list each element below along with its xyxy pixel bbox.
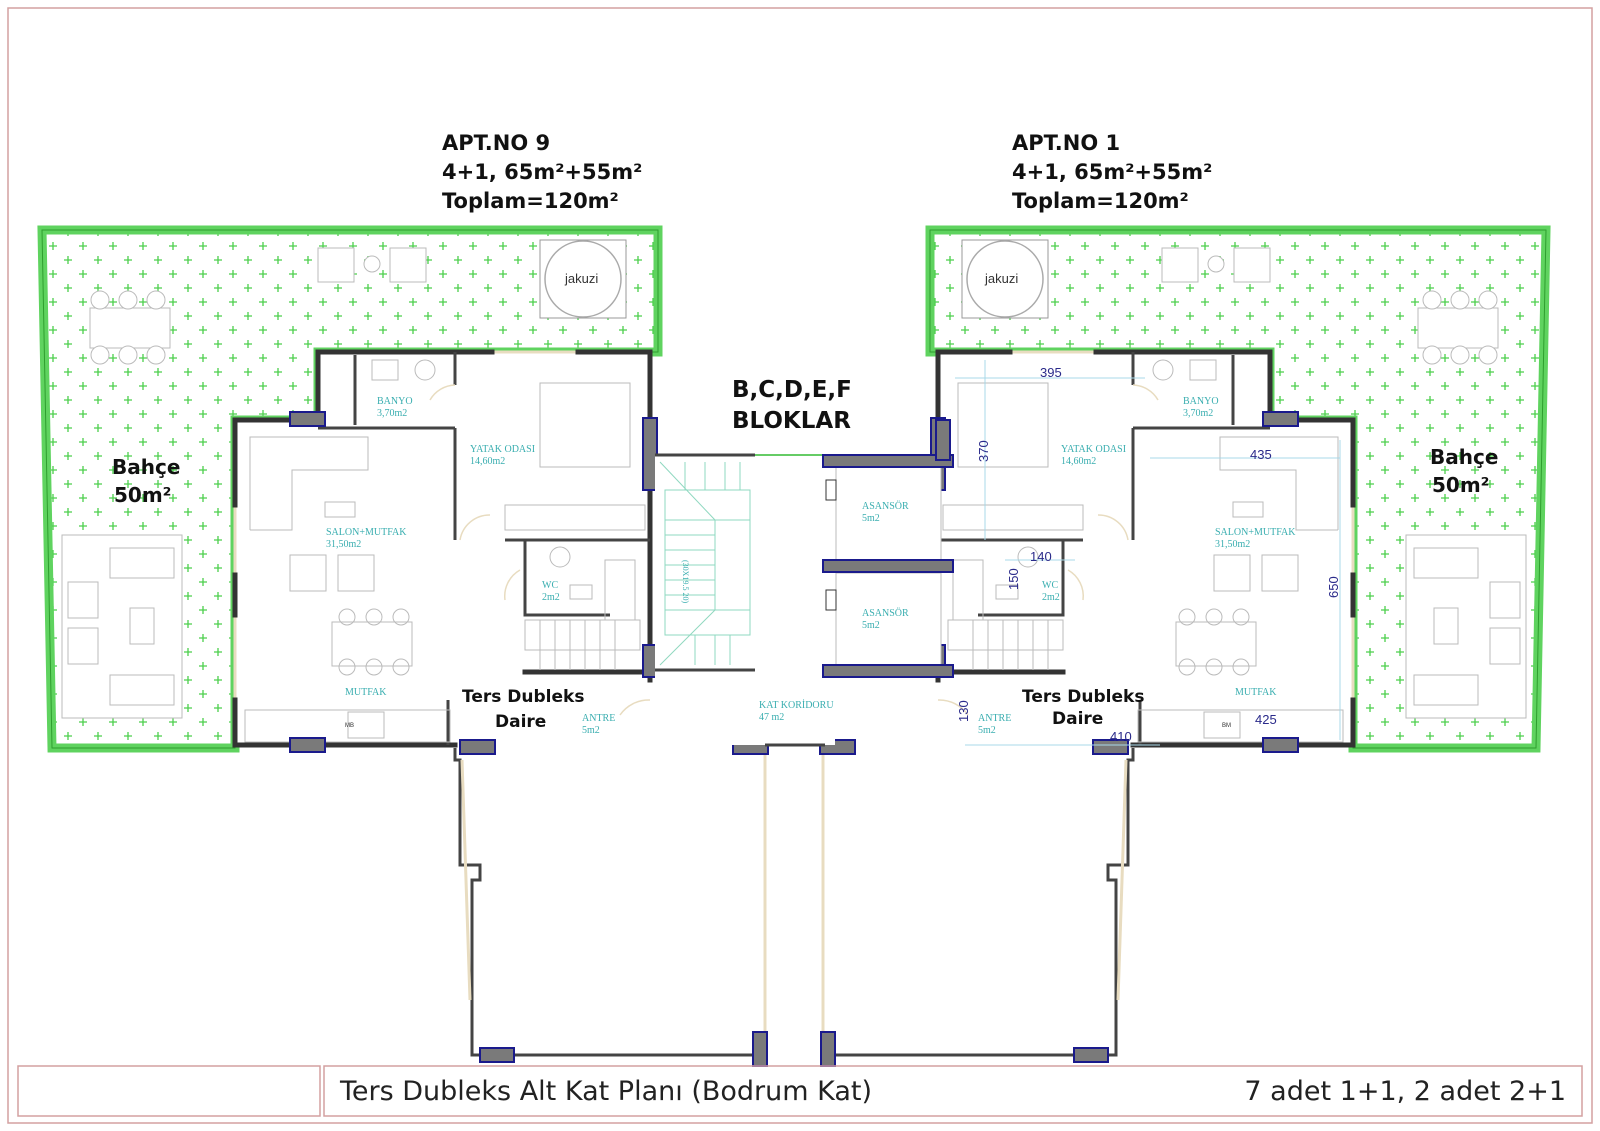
garden-area: 50m² bbox=[1432, 473, 1489, 497]
room-wc: WC bbox=[1042, 580, 1058, 591]
blocks-label-2: BLOKLAR bbox=[732, 408, 851, 434]
room-bath: BANYO bbox=[377, 396, 413, 407]
room-bedroom-area: 14,60m2 bbox=[1061, 456, 1096, 467]
dim-wc-depth: 150 bbox=[1006, 568, 1021, 590]
dimension-lines: 395 370 435 140 150 650 130 410 425 bbox=[955, 360, 1341, 746]
garden-label: Bahçe bbox=[112, 455, 180, 479]
corridor-area: 47 m2 bbox=[759, 712, 784, 723]
unit-label-2: Daire bbox=[1052, 709, 1103, 729]
room-living-area: 31,50m2 bbox=[1215, 539, 1250, 550]
room-wc-area: 2m2 bbox=[1042, 592, 1060, 603]
room-bedroom-area: 14,60m2 bbox=[470, 456, 505, 467]
drawing-title: Ters Dubleks Alt Kat Planı (Bodrum Kat) bbox=[339, 1076, 872, 1107]
appliance-label: MB bbox=[345, 723, 354, 729]
apt-title: APT.NO 1 bbox=[1012, 131, 1120, 155]
dim-wc-width: 140 bbox=[1030, 549, 1052, 564]
dim-bedroom-depth: 370 bbox=[976, 440, 991, 462]
apartment-1-labels: APT.NO 1 4+1, 65m²+55m² Toplam=120m² Bah… bbox=[978, 131, 1498, 736]
unit-label: Ters Dubleks bbox=[462, 687, 584, 707]
room-entry-area: 5m2 bbox=[582, 725, 600, 736]
central-core: (30X19.5 20) bbox=[655, 419, 954, 747]
elevator-2-label: ASANSÖR bbox=[862, 607, 909, 619]
room-wc: WC bbox=[542, 580, 558, 591]
garden-area: 50m² bbox=[114, 483, 171, 507]
jacuzzi-label: jakuzi bbox=[564, 271, 598, 286]
blocks-label: B,C,D,E,F bbox=[732, 377, 852, 403]
appliance-label: BM bbox=[1222, 723, 1231, 729]
elevator-1-area: 5m2 bbox=[862, 513, 880, 524]
room-living-area: 31,50m2 bbox=[326, 539, 361, 550]
room-living: SALON+MUTFAK bbox=[1215, 527, 1296, 538]
apt-total: Toplam=120m² bbox=[442, 189, 619, 213]
dim-living-width: 435 bbox=[1250, 447, 1272, 462]
elevator-wall bbox=[822, 454, 954, 468]
dim-entry-depth: 130 bbox=[956, 700, 971, 722]
jacuzzi-label: jakuzi bbox=[984, 271, 1018, 286]
room-entry: ANTRE bbox=[582, 713, 615, 724]
dim-bedroom-width: 395 bbox=[1040, 365, 1062, 380]
apt-title: APT.NO 9 bbox=[442, 131, 550, 155]
stair-note: (30X19.5 20) bbox=[681, 560, 690, 603]
title-block: Ters Dubleks Alt Kat Planı (Bodrum Kat) … bbox=[17, 1065, 1583, 1117]
dim-living-depth: 650 bbox=[1326, 576, 1341, 598]
apt-type: 4+1, 65m²+55m² bbox=[1012, 160, 1212, 184]
dim-kitchen-width: 425 bbox=[1255, 712, 1277, 727]
unit-label: Ters Dubleks bbox=[1022, 687, 1144, 707]
elevator-1-label: ASANSÖR bbox=[862, 500, 909, 512]
dim-entry-width: 410 bbox=[1110, 729, 1132, 744]
main-stair bbox=[659, 461, 751, 666]
elevator-2-area: 5m2 bbox=[862, 620, 880, 631]
drawing-border bbox=[7, 7, 1593, 1124]
room-bath-area: 3,70m2 bbox=[377, 408, 407, 419]
room-bath: BANYO bbox=[1183, 396, 1219, 407]
room-kitchen: MUTFAK bbox=[1235, 687, 1277, 698]
corridor-label: KAT KORİDORU bbox=[759, 699, 834, 711]
apt-type: 4+1, 65m²+55m² bbox=[442, 160, 642, 184]
unit-label-2: Daire bbox=[495, 712, 546, 732]
room-entry: ANTRE bbox=[978, 713, 1011, 724]
room-bedroom: YATAK ODASI bbox=[1061, 444, 1126, 455]
room-wc-area: 2m2 bbox=[542, 592, 560, 603]
room-kitchen: MUTFAK bbox=[345, 687, 387, 698]
apartment-9-labels: APT.NO 9 4+1, 65m²+55m² Toplam=120m² Bah… bbox=[112, 131, 642, 736]
garden-label: Bahçe bbox=[1430, 445, 1498, 469]
room-living: SALON+MUTFAK bbox=[326, 527, 407, 538]
room-bath-area: 3,70m2 bbox=[1183, 408, 1213, 419]
room-entry-area: 5m2 bbox=[978, 725, 996, 736]
unit-summary: 7 adet 1+1, 2 adet 2+1 bbox=[1244, 1076, 1566, 1107]
room-bedroom: YATAK ODASI bbox=[470, 444, 535, 455]
apt-total: Toplam=120m² bbox=[1012, 189, 1189, 213]
